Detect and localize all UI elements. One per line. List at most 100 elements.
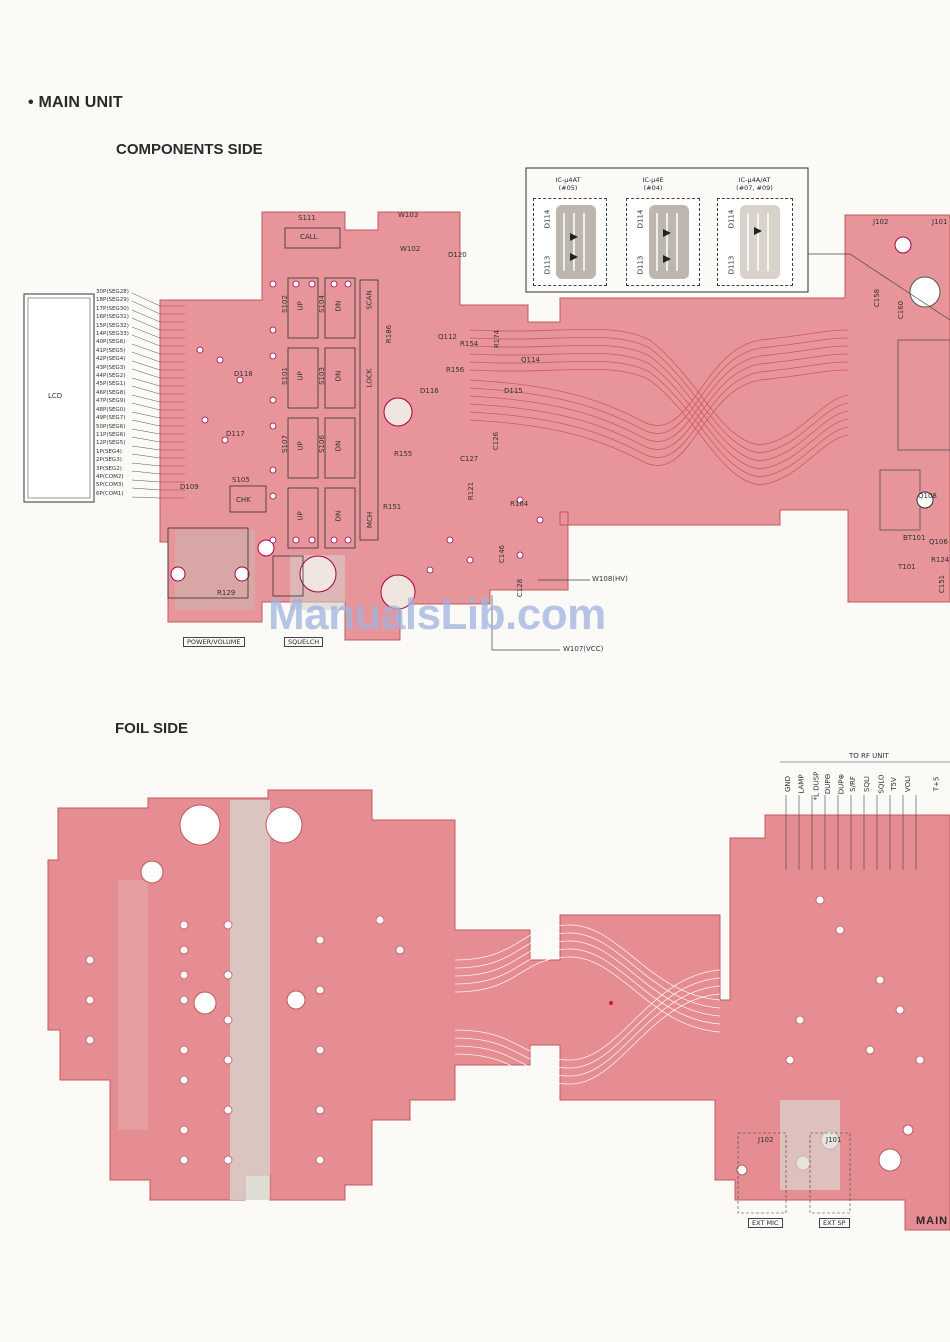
- part-label: C126: [492, 431, 501, 451]
- part-label: R121: [467, 481, 476, 501]
- w107-label: W107(VCC): [563, 645, 604, 653]
- lcd-pin: 3P(SEG2): [96, 465, 122, 472]
- lcd-pin-list: 30P(SEG28) 18P(SEG29) 17P(SEG30) 16P(SEG…: [96, 288, 129, 498]
- part-label: D120: [448, 251, 467, 259]
- part-label: Q106: [929, 538, 948, 546]
- part-label: LOCK: [365, 368, 374, 388]
- lcd-pin: 46P(SEG8): [96, 389, 126, 396]
- ic-variant-box: D114 D113: [717, 198, 793, 286]
- to-rf-unit-label: TO RF UNIT: [849, 752, 889, 760]
- part-label: S101: [280, 367, 289, 385]
- ic-variant-box: D114 D113: [533, 198, 607, 286]
- lcd-pin: 47P(SEG9): [96, 398, 126, 405]
- switch-label: DN: [334, 440, 343, 452]
- diode-pcb-icon: [649, 205, 689, 279]
- lcd-pin: 2P(SEG3): [96, 457, 122, 464]
- ic-variant-label: IC-μ4AT (#05): [555, 176, 581, 192]
- lcd-pin: 15P(SEG32): [96, 322, 129, 329]
- part-label: J102: [758, 1136, 774, 1144]
- lcd-pin: 12P(SEG5): [96, 440, 126, 447]
- part-label: R156: [446, 366, 465, 374]
- part-label: CALL: [300, 233, 318, 241]
- part-label: D115: [504, 387, 523, 395]
- part-label: Q114: [521, 356, 540, 364]
- lcd-pin: 40P(SEG6): [96, 339, 126, 346]
- lcd-pin: 41P(SEG5): [96, 347, 126, 354]
- rf-pin-label: SQLI: [862, 776, 871, 792]
- part-label: R151: [383, 503, 402, 511]
- w108-label: W108(HV): [592, 575, 628, 583]
- part-label: R186: [385, 324, 394, 344]
- switch-label: UP: [296, 511, 305, 521]
- part-label: R129: [217, 589, 236, 597]
- lcd-pin: 49P(SEG7): [96, 415, 126, 422]
- part-label: S105: [232, 476, 250, 484]
- lcd-pin: 4P(COM2): [96, 473, 124, 480]
- part-label: W102: [400, 245, 421, 253]
- components-board: [23, 211, 950, 651]
- part-label: R154: [460, 340, 479, 348]
- part-label: D117: [226, 430, 245, 438]
- power-volume-tag: POWER/VOLUME: [183, 637, 245, 647]
- part-label: R124: [931, 556, 950, 564]
- lcd-pin: 18P(SEG29): [96, 297, 129, 304]
- lcd-pin: 30P(SEG28): [96, 289, 129, 295]
- ext-sp-tag: EXT SP: [819, 1218, 850, 1228]
- part-label: S104: [317, 295, 326, 313]
- rf-pin-label: VOLI: [904, 775, 913, 793]
- watermark: ManualsLib.com: [268, 590, 606, 639]
- part-label: W103: [398, 211, 419, 219]
- part-label: R164: [510, 500, 529, 508]
- part-label: R155: [394, 450, 413, 458]
- lcd-pin: 42P(SEG4): [96, 356, 126, 363]
- switch-label: UP: [296, 441, 305, 451]
- part-label: J102: [873, 218, 889, 226]
- ext-mic-tag: EXT MIC: [748, 1218, 783, 1228]
- page-title: • MAIN UNIT: [28, 94, 123, 111]
- diode-pcb-icon: [556, 205, 596, 279]
- switch-label: DN: [334, 370, 343, 382]
- lcd-pin: 16P(SEG31): [96, 314, 129, 321]
- part-label: S111: [298, 214, 316, 222]
- components-side-title: COMPONENTS SIDE: [116, 141, 263, 158]
- lcd-pin: 14P(SEG33): [96, 331, 129, 338]
- part-label: S102: [280, 295, 289, 313]
- part-label: J101: [932, 218, 948, 226]
- rf-pin-label: T5V: [889, 777, 898, 791]
- foil-side-title: FOIL SIDE: [115, 720, 189, 737]
- part-label: S103: [317, 367, 326, 385]
- rf-pin-label: DUP⊕: [837, 773, 846, 795]
- rf-pin-label: T+5: [932, 776, 941, 792]
- part-label: J101: [826, 1136, 842, 1144]
- part-label: D118: [234, 370, 253, 378]
- part-label: BT101: [903, 534, 926, 542]
- switch-label: DN: [334, 510, 343, 522]
- lcd-pin: 17P(SEG30): [96, 305, 129, 312]
- lcd-pin: 1P(SEG4): [96, 448, 122, 455]
- lcd-pin: 5P(COM3): [96, 482, 124, 489]
- lcd-pin: 44P(SEG2): [96, 373, 126, 380]
- part-label: C151: [938, 574, 947, 594]
- switch-label: DN: [334, 300, 343, 312]
- lcd-pin: 11P(SEG6): [96, 431, 126, 438]
- lcd-pin: 43P(SEG3): [96, 364, 126, 371]
- part-label: D109: [180, 483, 199, 491]
- part-label: C127: [460, 455, 479, 463]
- part-label: SCAN: [365, 290, 374, 310]
- switch-label: UP: [296, 301, 305, 311]
- part-label: T101: [898, 563, 916, 571]
- part-label: Q112: [438, 333, 457, 341]
- lcd-label: LCD: [48, 392, 63, 400]
- part-label: R174: [493, 329, 502, 349]
- diode-pcb-icon: [740, 205, 780, 279]
- rf-pin-label: DUPΘ: [824, 773, 833, 795]
- main-label: MAIN: [916, 1215, 949, 1227]
- lcd-pin: 6P(COM1): [96, 490, 124, 497]
- part-label: Q108: [918, 492, 937, 500]
- part-label: CHK: [236, 496, 251, 504]
- rf-pin-label: *L DUSP: [812, 771, 821, 801]
- switch-label: UP: [296, 371, 305, 381]
- part-label: C160: [897, 300, 906, 320]
- foil-board: [47, 761, 950, 1231]
